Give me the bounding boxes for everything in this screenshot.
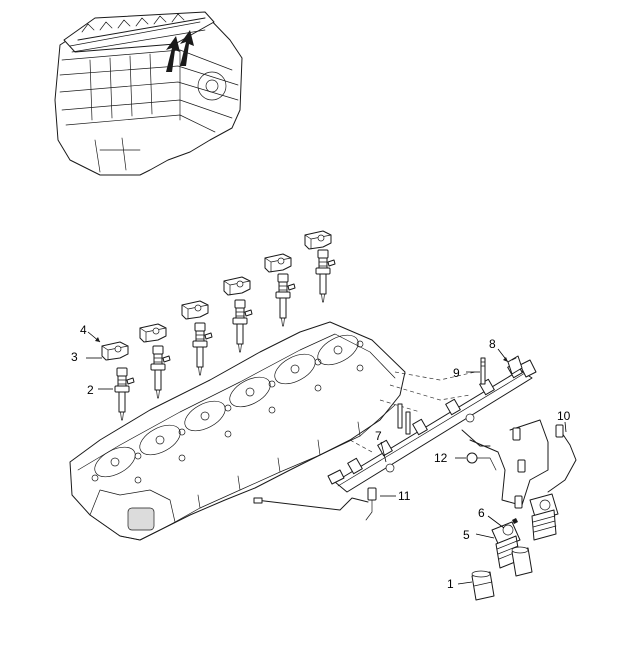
callout-3: 3 bbox=[71, 350, 78, 364]
line-connector bbox=[466, 452, 497, 471]
clamp-4 bbox=[223, 276, 251, 296]
callout-11: 11 bbox=[398, 489, 411, 503]
engine-overview-illustration bbox=[54, 11, 243, 176]
pump-cap-right bbox=[511, 546, 533, 577]
callout-2: 2 bbox=[87, 383, 94, 397]
clamp-5 bbox=[264, 253, 292, 273]
rail-studs bbox=[397, 403, 411, 435]
clamp-1 bbox=[101, 341, 129, 361]
callout-6: 6 bbox=[478, 506, 485, 520]
callout-7: 7 bbox=[375, 429, 382, 443]
callout-5: 5 bbox=[463, 528, 470, 542]
injector-3 bbox=[192, 322, 213, 376]
injector-1 bbox=[114, 367, 135, 421]
callout-10: 10 bbox=[557, 409, 571, 423]
rail-end-fitting bbox=[507, 355, 523, 375]
injector-6 bbox=[315, 249, 336, 303]
clamp-2 bbox=[139, 323, 167, 343]
pump-cap-left bbox=[471, 570, 495, 601]
cylinder-head bbox=[69, 321, 406, 541]
callout-4: 4 bbox=[80, 323, 87, 337]
callout-labels: 1 2 3 4 5 6 7 8 9 10 11 12 bbox=[71, 323, 571, 591]
callout-8: 8 bbox=[489, 337, 496, 351]
mounting-stud bbox=[480, 357, 486, 385]
valve-pockets bbox=[94, 334, 359, 478]
high-pressure-lines bbox=[253, 419, 577, 511]
callout-9: 9 bbox=[453, 366, 460, 380]
clamp-6 bbox=[304, 230, 332, 250]
callout-leaders bbox=[86, 331, 567, 585]
injector-4 bbox=[232, 299, 253, 353]
callout-12: 12 bbox=[434, 451, 448, 465]
return-line-fitting bbox=[365, 487, 377, 521]
pump-element-right bbox=[529, 493, 559, 541]
injector-5 bbox=[275, 273, 296, 327]
clamp-3 bbox=[181, 300, 209, 320]
installation-guide-lines bbox=[349, 371, 476, 453]
head-bolt-bosses bbox=[91, 340, 364, 484]
callout-1: 1 bbox=[447, 577, 454, 591]
injector-2 bbox=[150, 345, 171, 399]
